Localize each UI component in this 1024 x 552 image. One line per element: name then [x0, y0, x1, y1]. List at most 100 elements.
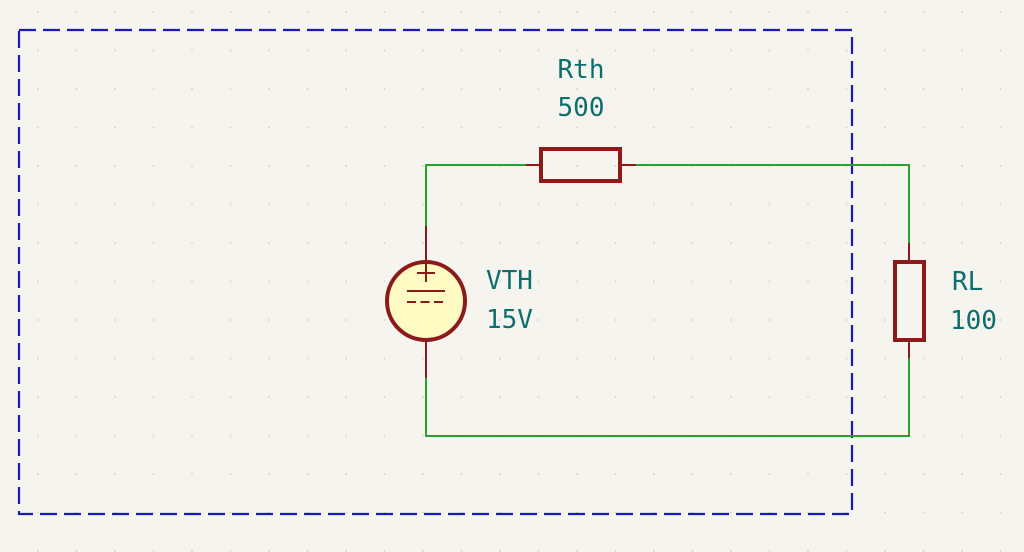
grid-dot: [922, 511, 925, 514]
rth-value-label: 500: [558, 93, 605, 123]
grid-dot: [229, 280, 232, 283]
grid-dot: [229, 165, 232, 167]
grid-dot: [114, 203, 116, 206]
grid-dot: [961, 88, 963, 90]
vth-value-label: 15V: [486, 305, 533, 335]
grid-dot: [614, 165, 617, 167]
grid-dot: [460, 473, 463, 475]
grid-dot: [999, 280, 1002, 283]
grid-dot: [845, 473, 848, 475]
grid-dot: [460, 126, 463, 129]
grid-dot: [460, 396, 463, 398]
grid-dot: [691, 11, 694, 13]
grid-dot: [845, 49, 848, 52]
grid-dot: [537, 280, 540, 283]
grid-dot: [691, 280, 694, 283]
grid-dot: [999, 511, 1002, 514]
grid-dot: [807, 11, 809, 13]
resistor-rl[interactable]: RL 100: [893, 243, 997, 358]
grid-dot: [345, 280, 347, 283]
grid-dot: [191, 434, 193, 437]
grid-dot: [268, 396, 270, 398]
grid-dot: [191, 49, 193, 52]
grid-dot: [653, 203, 655, 206]
grid-dot: [229, 11, 232, 13]
grid-dot: [691, 473, 694, 475]
voltage-source-vth[interactable]: VTH 15V: [385, 226, 533, 378]
wires: [425, 164, 910, 437]
grid-dot: [614, 49, 617, 52]
grid-dot: [576, 242, 578, 244]
grid-dot: [268, 357, 270, 360]
grid-dot: [306, 357, 309, 360]
grid-dot: [152, 357, 155, 360]
grid-dot: [422, 203, 424, 206]
grid-dot: [37, 203, 39, 206]
grid-dot: [37, 434, 39, 437]
grid-dot: [999, 242, 1002, 244]
resistor-rth[interactable]: Rth 500: [526, 55, 636, 183]
grid-dot: [768, 473, 771, 475]
grid-dot: [614, 319, 617, 321]
grid-dot: [268, 242, 270, 244]
grid-dot: [845, 280, 848, 283]
grid-dot: [999, 357, 1002, 360]
grid-dot: [268, 434, 270, 437]
grid-dot: [152, 11, 155, 13]
grid-dot: [614, 242, 617, 244]
grid-dot: [961, 319, 963, 321]
grid-dot: [807, 242, 809, 244]
grid-dot: [75, 88, 78, 90]
grid-dot: [383, 319, 386, 321]
grid-dot: [383, 49, 386, 52]
grid-dot: [537, 396, 540, 398]
grid-dot: [191, 280, 193, 283]
grid-dot: [807, 49, 809, 52]
grid-dot: [961, 165, 963, 167]
grid-dot: [807, 88, 809, 90]
grid-dot: [306, 319, 309, 321]
grid-dot: [691, 357, 694, 360]
grid-dot: [345, 165, 347, 167]
grid-dot: [114, 165, 116, 167]
grid-dot: [345, 242, 347, 244]
rl-value-label: 100: [950, 306, 997, 336]
grid-dot: [653, 242, 655, 244]
grid-dot: [730, 126, 732, 129]
grid-dot: [576, 473, 578, 475]
grid-dot: [383, 280, 386, 283]
grid-dot: [345, 126, 347, 129]
grid-dot: [653, 88, 655, 90]
grid-dot: [345, 319, 347, 321]
grid-dot: [614, 396, 617, 398]
grid-dot: [383, 11, 386, 13]
grid-dot: [653, 49, 655, 52]
grid-dot: [653, 319, 655, 321]
grid-dot: [37, 280, 39, 283]
grid-dot: [383, 203, 386, 206]
grid-dot: [422, 357, 424, 360]
grid-dot: [268, 203, 270, 206]
grid-dot: [653, 11, 655, 13]
grid-dot: [768, 242, 771, 244]
grid-dot: [884, 88, 886, 90]
grid-dot: [152, 319, 155, 321]
grid-dot: [691, 203, 694, 206]
grid-dot: [114, 88, 116, 90]
grid-dot: [229, 396, 232, 398]
grid-dot: [922, 49, 925, 52]
grid-dot: [768, 203, 771, 206]
grid-dot: [999, 165, 1002, 167]
grid-dot: [922, 203, 925, 206]
grid-dot: [537, 473, 540, 475]
grid-dot: [576, 203, 578, 206]
grid-dot: [306, 242, 309, 244]
grid-dot: [884, 242, 886, 244]
grid-dot: [460, 357, 463, 360]
grid-dot: [653, 396, 655, 398]
grid-dot: [961, 49, 963, 52]
grid-dot: [961, 126, 963, 129]
grid-dot: [922, 434, 925, 437]
grid-dot: [306, 473, 309, 475]
